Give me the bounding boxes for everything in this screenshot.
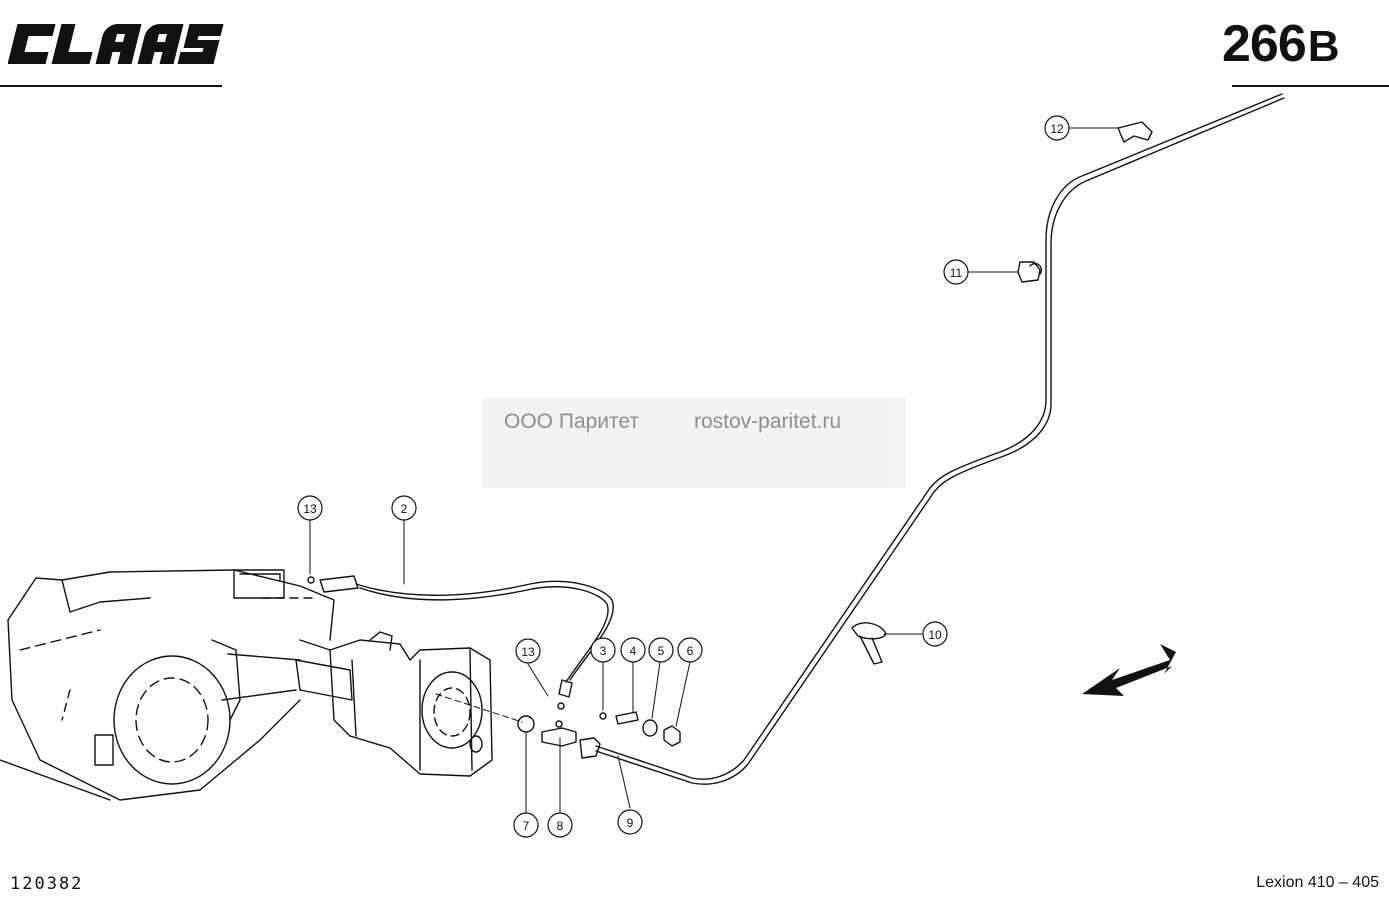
page-code-number: 266	[1222, 15, 1307, 73]
callout-8: 8	[547, 812, 573, 838]
svg-text:8: 8	[557, 819, 564, 833]
callout-5: 5	[648, 637, 674, 663]
header-rule-right	[1232, 85, 1389, 87]
callout-7: 7	[513, 812, 539, 838]
svg-text:3: 3	[600, 644, 607, 658]
callout-leaders	[309, 127, 1121, 813]
svg-text:7: 7	[523, 819, 530, 833]
svg-text:6: 6	[687, 644, 694, 658]
callout-13-lower: 13	[515, 638, 541, 664]
svg-text:9: 9	[627, 816, 634, 830]
watermark: ООО Паритет rostov-paritet.ru	[482, 398, 906, 488]
svg-text:2: 2	[401, 502, 408, 516]
svg-text:4: 4	[630, 644, 637, 658]
watermark-company: ООО Паритет	[504, 410, 640, 433]
callout-10: 10	[922, 621, 948, 647]
claas-logo	[8, 24, 224, 64]
drawing-number: 120382	[10, 874, 84, 894]
header-rule-left	[0, 85, 222, 87]
callout-2: 2	[391, 495, 417, 521]
svg-text:11: 11	[950, 266, 963, 280]
svg-text:13: 13	[303, 502, 317, 516]
svg-text:13: 13	[521, 645, 535, 659]
hydraulic-hose	[307, 575, 614, 710]
callout-3: 3	[590, 637, 616, 663]
callouts: 13 2 13 3 4 5 6 7 8 9 10 11 12	[297, 115, 1070, 838]
callout-9: 9	[617, 809, 643, 835]
page-code: 266B	[1222, 14, 1340, 77]
model-label: Lexion 410 – 405	[1256, 874, 1379, 891]
watermark-site: rostov-paritet.ru	[694, 410, 842, 433]
pump-unit	[221, 631, 493, 777]
svg-text:10: 10	[928, 628, 942, 642]
svg-text:5: 5	[658, 644, 665, 658]
callout-4: 4	[620, 637, 646, 663]
gearbox-housing	[0, 569, 335, 801]
hydraulic-pipe	[595, 93, 1285, 785]
fitting-parts	[517, 711, 681, 759]
page-code-suffix: B	[1307, 22, 1340, 71]
callout-12: 12	[1044, 115, 1070, 141]
callout-6: 6	[677, 637, 703, 663]
svg-text:12: 12	[1050, 122, 1064, 136]
pipe-clamps	[851, 121, 1153, 665]
callout-11: 11	[943, 259, 969, 285]
callout-13-upper: 13	[297, 495, 323, 521]
direction-arrow	[1082, 644, 1176, 696]
